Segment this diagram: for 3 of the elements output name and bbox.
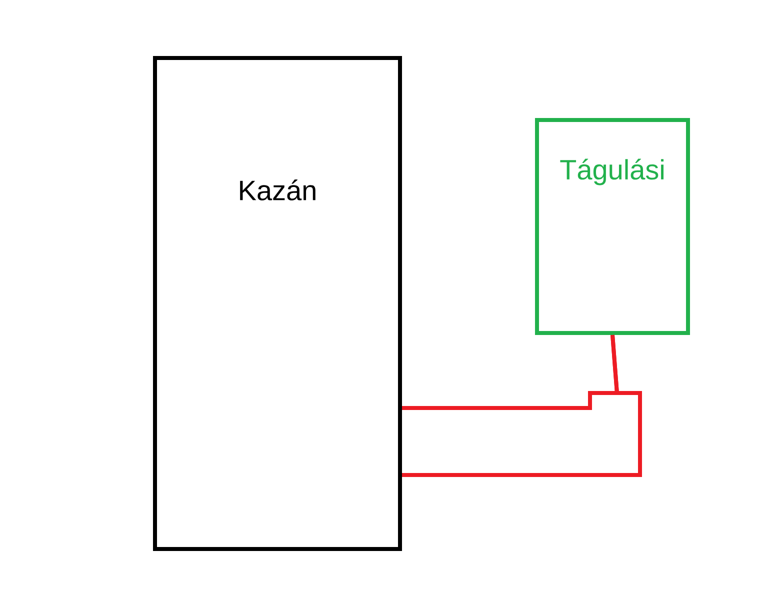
- boiler-box: Kazán: [153, 56, 402, 551]
- pipe-line: [402, 334, 642, 477]
- tank-box: Tágulási: [535, 118, 690, 335]
